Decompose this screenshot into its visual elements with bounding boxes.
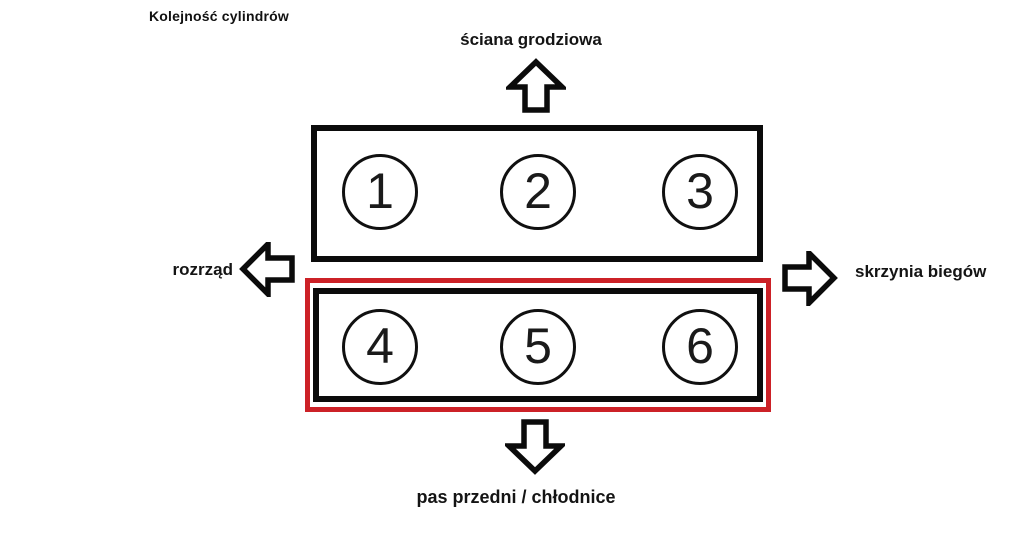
- right-arrow-icon: [781, 251, 838, 306]
- cylinder-2: 2: [500, 154, 576, 230]
- cylinder-1: 1: [342, 154, 418, 230]
- cylinder-3: 3: [662, 154, 738, 230]
- label-timing-side: rozrząd: [172, 260, 233, 279]
- cylinder-4: 4: [342, 309, 418, 385]
- cylinder-6: 6: [662, 309, 738, 385]
- label-gearbox-side: skrzynia biegów: [855, 262, 987, 281]
- label-front-panel-radiators: pas przedni / chłodnice: [416, 487, 616, 507]
- left-arrow-icon: [239, 242, 296, 297]
- diagram-title: Kolejność cylindrów: [149, 8, 289, 24]
- label-bulkhead-wall: ściana grodziowa: [460, 30, 602, 49]
- rear-bank-highlight-box: [305, 278, 771, 412]
- down-arrow-icon: [505, 418, 565, 475]
- cylinder-5: 5: [500, 309, 576, 385]
- up-arrow-icon: [506, 58, 566, 114]
